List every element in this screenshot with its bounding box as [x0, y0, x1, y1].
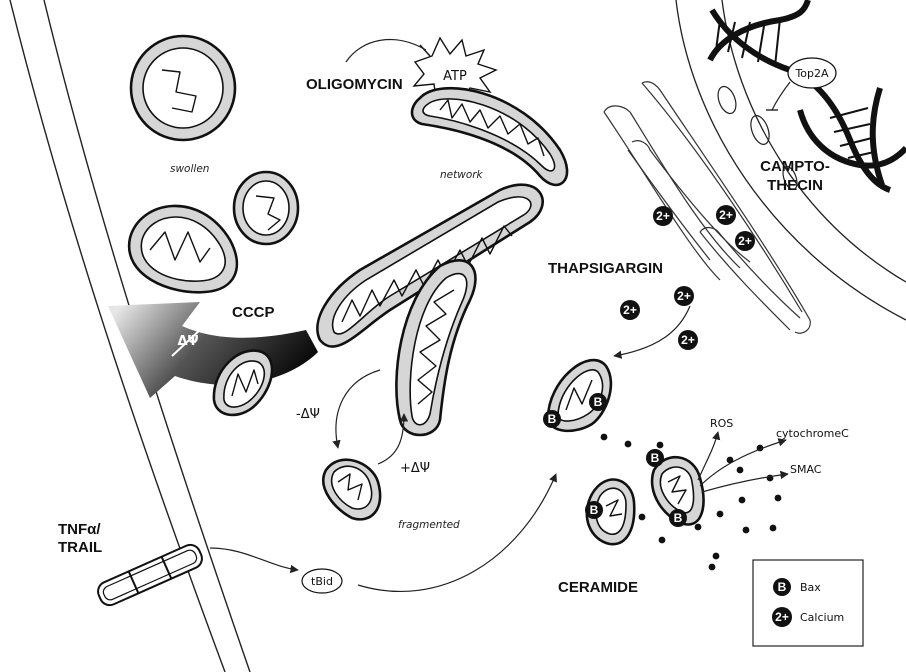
calcium-ion: 2+ — [674, 286, 694, 306]
mitochondrion-swollen-left — [129, 206, 237, 292]
ros-label: ROS — [710, 417, 733, 430]
legend-label-bax: Bax — [800, 581, 821, 594]
oligomycin-inhibition-line — [346, 40, 426, 62]
swollen-label: swollen — [170, 163, 209, 175]
svg-text:2+: 2+ — [656, 209, 670, 223]
svg-text:2+: 2+ — [623, 303, 637, 317]
calcium-ion: 2+ — [620, 300, 640, 320]
svg-text:2+: 2+ — [719, 208, 733, 222]
legend-box — [753, 560, 863, 646]
svg-text:2+: 2+ — [677, 289, 691, 303]
smac-label: SMAC — [790, 463, 822, 476]
bax-protein: B — [669, 509, 687, 527]
top2a-label: Top2A — [794, 67, 829, 80]
legend: B Bax 2+ Calcium — [753, 560, 863, 646]
tbid-label: tBid — [311, 575, 333, 588]
calcium-ion: 2+ — [716, 205, 736, 225]
cccp-label: CCCP — [232, 304, 275, 321]
svg-text:2+: 2+ — [775, 610, 789, 624]
death-receptor-icon — [95, 542, 205, 609]
fission-arrow — [336, 370, 380, 448]
plus-delta-psi-label: +ΔΨ — [400, 461, 430, 476]
cccp-depolarization-arrow — [108, 302, 318, 398]
calcium-ion: 2+ — [735, 231, 755, 251]
tnf-label-line1: TNFα/ — [58, 521, 101, 538]
bax-protein: B — [543, 410, 561, 428]
smac-release-arrow — [702, 474, 788, 492]
svg-text:B: B — [651, 451, 660, 465]
oligomycin-label: OLIGOMYCIN — [306, 76, 403, 93]
endoplasmic-reticulum — [604, 82, 810, 333]
mitochondrion-swollen-small — [234, 172, 298, 244]
atp-label: ATP — [443, 69, 467, 84]
mitochondrion-fragmented — [323, 460, 380, 520]
calcium-ion-group-er: 2+ 2+ 2+ 2+ 2+ 2+ — [620, 205, 755, 350]
mitochondrion-top — [412, 88, 567, 185]
tnf-label-line2: TRAIL — [58, 539, 102, 556]
svg-text:B: B — [778, 580, 787, 594]
mitochondrion-swollen-large — [131, 36, 235, 140]
svg-text:2+: 2+ — [681, 333, 695, 347]
top2a-enzyme: Top2A — [788, 58, 836, 88]
receptor-to-tbid-arrow — [210, 548, 298, 570]
thapsigargin-label: THAPSIGARGIN — [548, 260, 663, 277]
network-label: network — [440, 169, 484, 181]
bax-protein: B — [589, 393, 607, 411]
bax-protein: B — [646, 449, 664, 467]
svg-text:B: B — [590, 503, 599, 517]
svg-text:B: B — [548, 412, 557, 426]
calcium-ion: 2+ — [678, 330, 698, 350]
tbid-to-mitochondria-arrow — [358, 474, 556, 591]
tbid-protein: tBid — [302, 569, 342, 593]
svg-text:B: B — [594, 395, 603, 409]
cytochrome-c-label: cytochromeC — [776, 427, 849, 440]
camptothecin-label-line1: CAMPTO- — [760, 158, 830, 175]
calcium-ion: 2+ — [653, 206, 673, 226]
legend-label-calcium: Calcium — [800, 611, 844, 624]
ceramide-label: CERAMIDE — [558, 579, 638, 596]
camptothecin-label-line2: THECIN — [767, 177, 823, 194]
bax-protein: B — [585, 501, 603, 519]
fragmented-label: fragmented — [398, 519, 460, 531]
svg-text:2+: 2+ — [738, 234, 752, 248]
minus-delta-psi-label: -ΔΨ — [296, 407, 320, 422]
svg-text:B: B — [674, 511, 683, 525]
